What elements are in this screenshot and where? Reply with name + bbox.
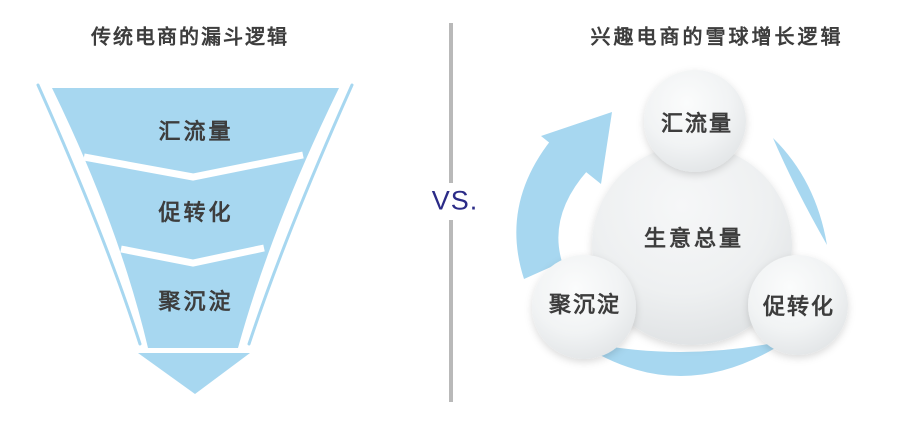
cycle-arrow-band: [516, 140, 588, 279]
funnel-down-arrow: [138, 353, 250, 394]
center-sphere-label: 生意总量: [643, 226, 745, 251]
node-sphere-traffic: [644, 70, 746, 172]
center-sphere: [592, 145, 792, 345]
left-panel-title: 传统电商的漏斗逻辑: [91, 26, 289, 49]
funnel-body: [52, 88, 339, 348]
right-panel-title: 兴趣电商的雪球增长逻辑: [590, 26, 844, 49]
node-label-conversion: 促转化: [762, 294, 836, 319]
funnel-separator-1: [83, 151, 304, 181]
node-label-traffic: 汇流量: [660, 111, 734, 136]
funnel-stage-traffic: 汇流量: [158, 119, 234, 144]
vertical-divider-bottom: [449, 220, 453, 402]
funnel-outer-stroke-right: [247, 83, 354, 346]
funnel-separator-2: [120, 244, 265, 267]
funnel-outer-stroke-left: [36, 83, 142, 346]
node-sphere-conversion: [748, 255, 848, 355]
funnel-graphic: [36, 83, 354, 394]
snowball-graphic: [516, 70, 848, 376]
funnel-stage-conversion: 促转化: [158, 200, 234, 225]
vs-label: VS.: [431, 185, 479, 216]
cycle-arc-right: [773, 138, 827, 245]
node-label-retention: 聚沉淀: [548, 292, 622, 317]
funnel-stage-retention: 聚沉淀: [158, 289, 234, 314]
cycle-arc-bottom: [575, 340, 788, 376]
cycle-arrowhead-icon: [541, 112, 612, 184]
vertical-divider-top: [449, 23, 453, 183]
node-sphere-retention: [532, 255, 636, 359]
